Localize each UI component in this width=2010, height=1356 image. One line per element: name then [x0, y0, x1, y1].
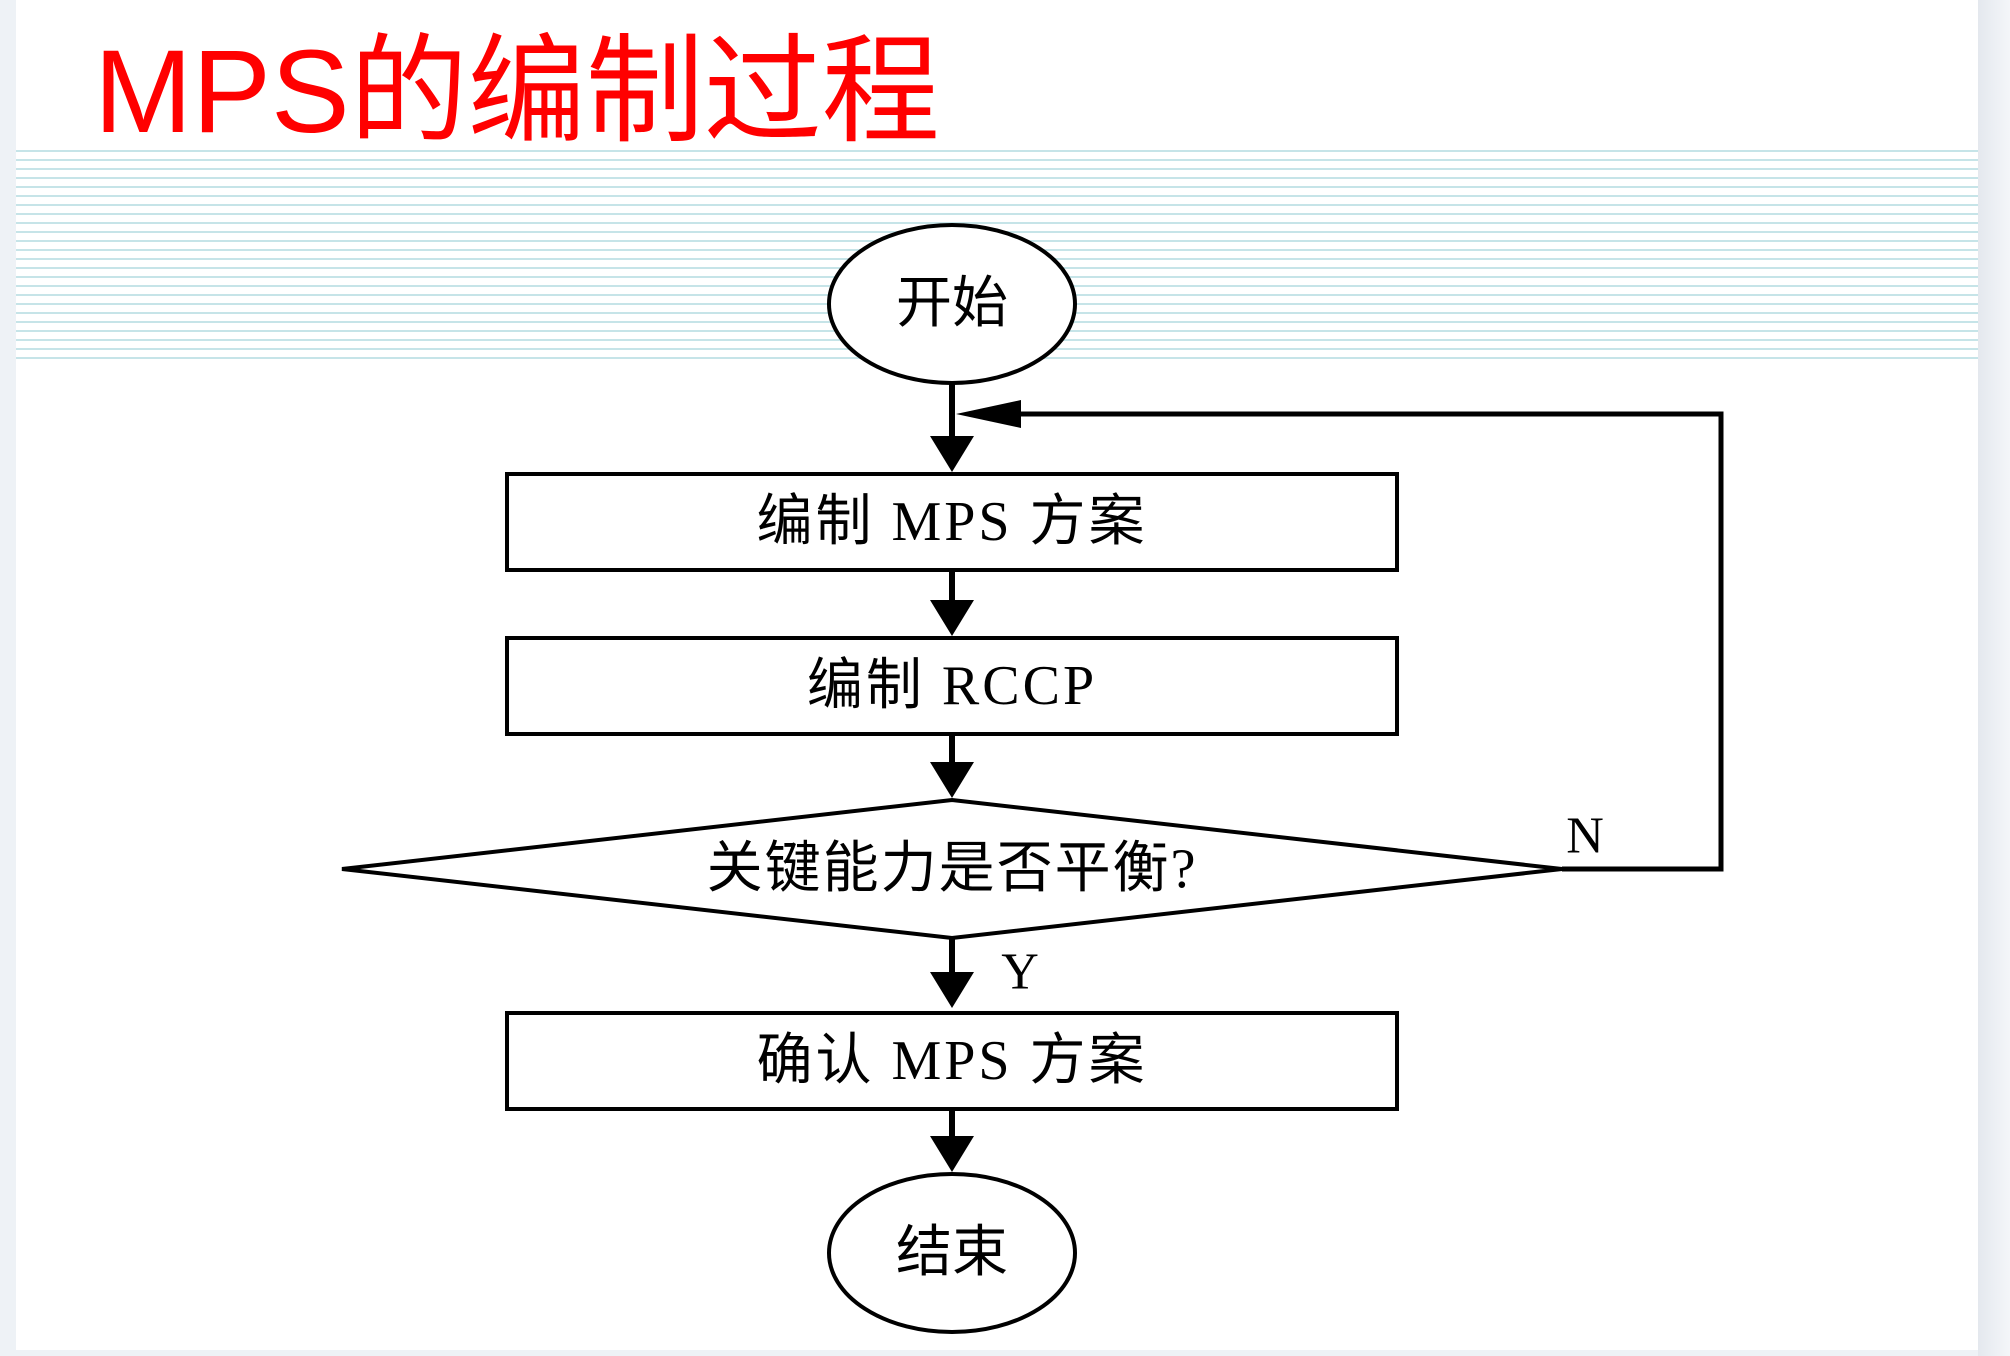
slide-title: MPS的编制过程: [94, 26, 940, 158]
end-node-label: 结束: [896, 1222, 1008, 1284]
step-confirm-mps-box: [505, 1011, 1399, 1111]
start-node-label: 开始: [896, 273, 1008, 335]
arrow-mps-to-rccp: [930, 570, 974, 636]
arrow-rccp-to-decision: [930, 734, 974, 798]
step-compile-rccp-label: 编制 RCCP: [807, 655, 1097, 717]
slide-right-edge: [1978, 0, 2010, 1356]
arrow-start-to-mps: [930, 383, 974, 472]
arrow-confirm-to-end: [930, 1109, 974, 1172]
loop-back-connector: [956, 400, 1724, 872]
arrow-decision-to-confirm: [930, 938, 974, 1008]
decision-yes-label: Y: [1001, 944, 1039, 1001]
decision-label: 关键能力是否平衡?: [707, 838, 1198, 900]
end-node: [827, 1172, 1077, 1334]
decision-no-label: N: [1566, 808, 1604, 865]
step-compile-rccp-box: [505, 636, 1399, 736]
step-compile-mps-label: 编制 MPS 方案: [756, 491, 1147, 553]
step-confirm-mps-label: 确认 MPS 方案: [756, 1030, 1147, 1092]
